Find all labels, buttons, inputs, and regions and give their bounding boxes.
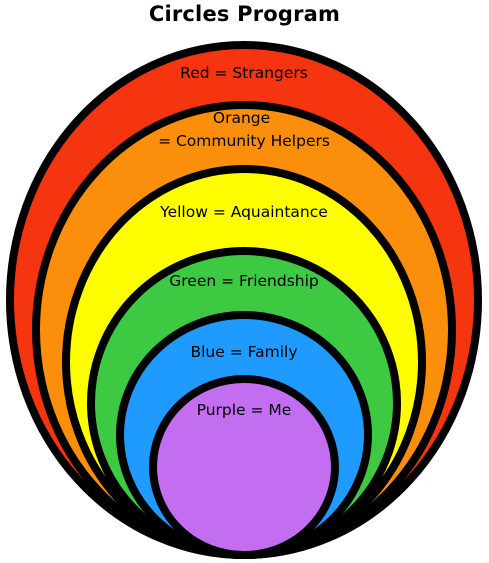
label-blue: Blue = Family [190,343,297,361]
label-orange: Orange = Community Helpers [158,109,330,150]
label-orange-line-2: = Community Helpers [158,132,330,150]
label-yellow-line-1: Yellow = Aquaintance [159,203,328,221]
ring-purple [149,375,339,559]
label-blue-line-1: Blue = Family [190,343,297,361]
label-purple-line-1: Purple = Me [197,401,292,419]
label-green-line-1: Green = Friendship [169,272,319,290]
label-orange-line-1: Orange [213,109,270,127]
label-red: Red = Strangers [180,64,308,82]
label-green: Green = Friendship [169,272,319,290]
diagram-title: Circles Program [148,2,341,26]
label-red-line-1: Red = Strangers [180,64,308,82]
label-yellow: Yellow = Aquaintance [159,203,328,221]
label-purple: Purple = Me [197,401,292,419]
